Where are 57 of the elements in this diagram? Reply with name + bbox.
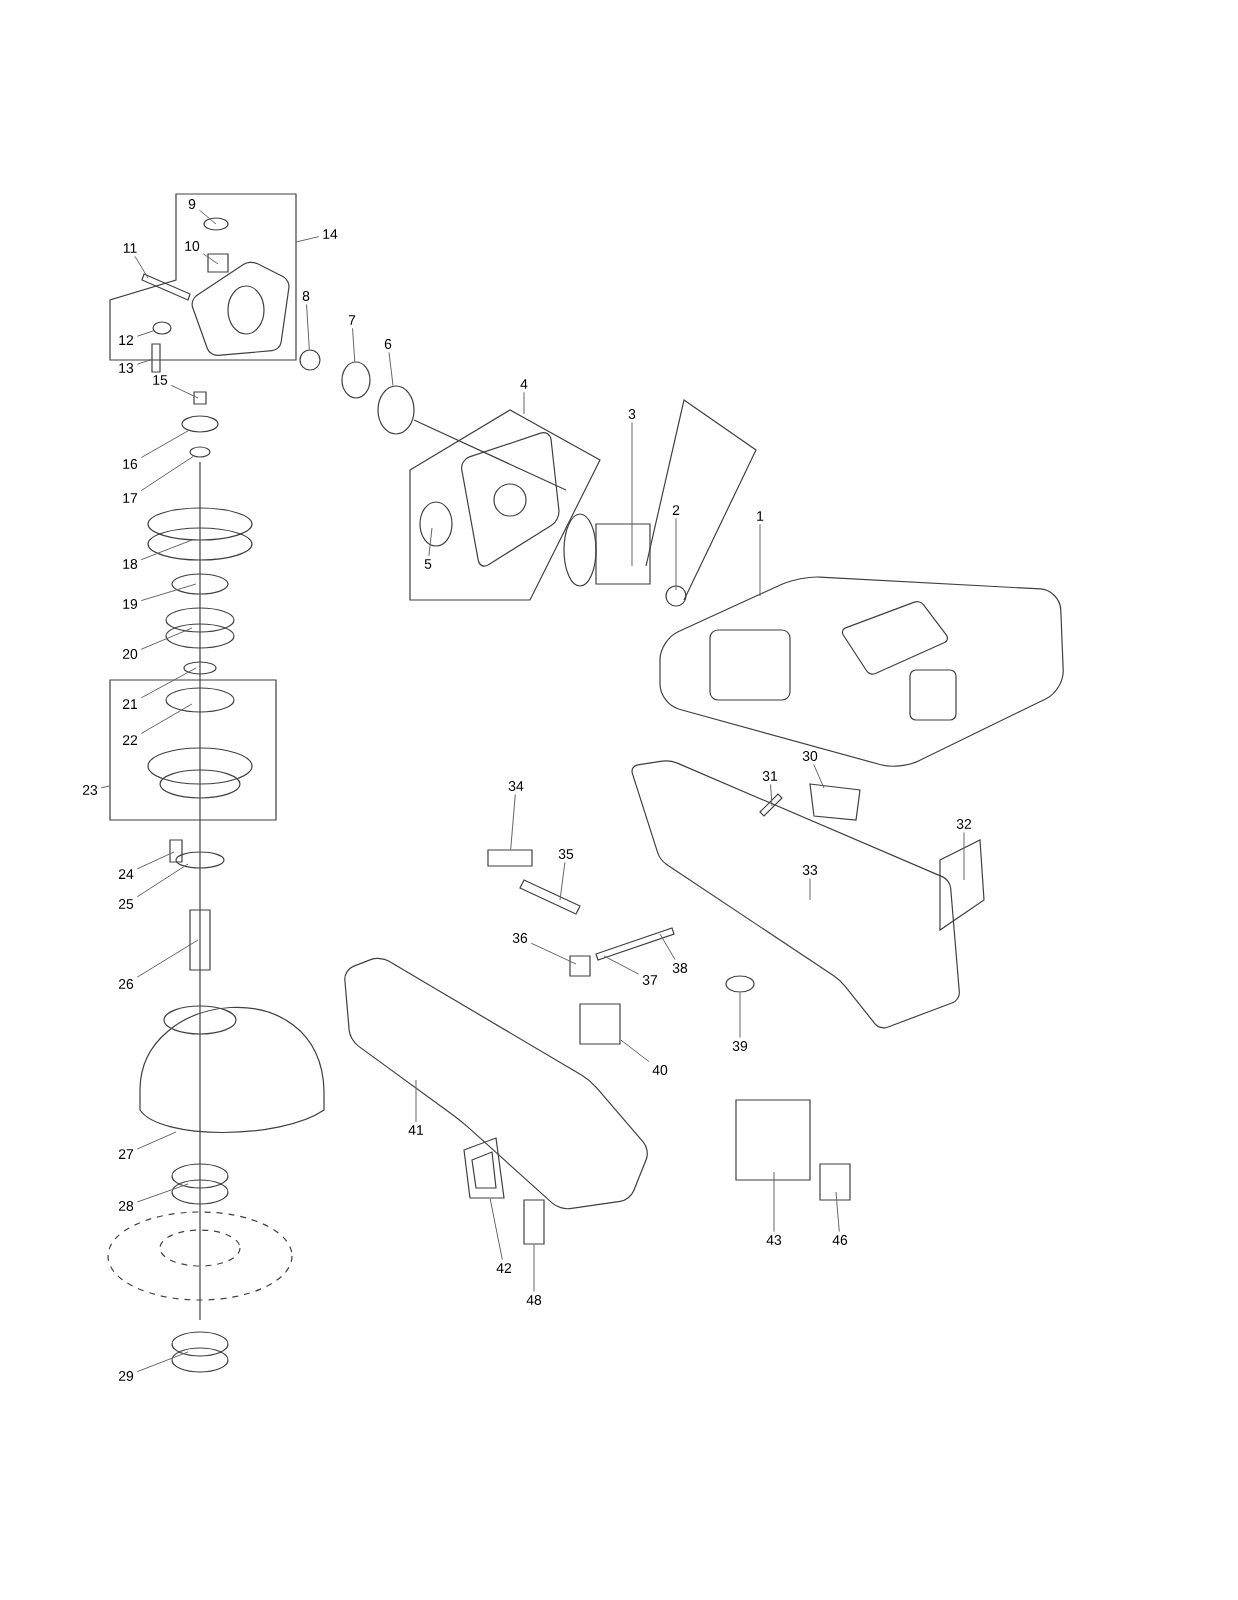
leader-line	[140, 539, 193, 561]
leader-line	[559, 861, 566, 901]
leader-line	[306, 303, 310, 350]
leader-line	[759, 523, 761, 597]
leader-line	[140, 703, 193, 734]
leader-line	[136, 1131, 177, 1150]
ring-part	[181, 415, 219, 433]
block-part	[523, 1199, 545, 1245]
leader-line	[136, 330, 154, 337]
leader-line	[835, 1191, 840, 1233]
leader-line	[136, 359, 152, 365]
leader-line	[533, 1244, 535, 1293]
leader-line	[675, 517, 677, 591]
leader-line	[295, 236, 320, 243]
leader-line	[813, 763, 825, 789]
ring-part	[189, 446, 211, 458]
leader-line	[510, 793, 516, 850]
ring-part	[152, 321, 172, 335]
leader-line	[352, 327, 356, 362]
leader-line	[100, 785, 111, 789]
leader-line	[770, 783, 773, 807]
leader-line	[140, 455, 194, 492]
leader-line	[631, 421, 633, 567]
leader-line	[136, 851, 175, 870]
leader-line	[134, 255, 149, 279]
leader-line	[202, 253, 219, 265]
block-part	[151, 343, 161, 373]
leader-line	[136, 863, 189, 898]
leader-line	[170, 384, 199, 399]
leader-line	[388, 351, 394, 387]
block-part	[579, 1003, 621, 1045]
leader-line	[489, 1198, 503, 1261]
leader-line	[530, 942, 577, 965]
ring-part	[377, 385, 415, 435]
ring-part	[725, 975, 755, 993]
leader-line	[739, 992, 741, 1039]
ring-part	[341, 361, 371, 399]
leader-line	[140, 667, 197, 699]
ring-part	[299, 349, 321, 371]
leader-line	[140, 583, 197, 602]
leader-line	[415, 1079, 417, 1123]
leader-line	[620, 1039, 650, 1063]
leader-line	[963, 831, 965, 881]
leader-line	[136, 939, 199, 978]
leader-line	[198, 209, 217, 225]
leader-line	[136, 1351, 189, 1373]
leader-line	[140, 627, 193, 650]
leader-line	[428, 527, 433, 557]
leader-line	[809, 877, 811, 901]
block-part	[487, 849, 533, 867]
leader-line	[773, 1171, 775, 1233]
leader-line	[603, 955, 640, 975]
bracket-drawing	[463, 1137, 505, 1199]
leader-line	[136, 1183, 189, 1203]
leader-line	[140, 430, 189, 459]
leader-line	[659, 933, 676, 961]
leader-line	[523, 391, 525, 415]
